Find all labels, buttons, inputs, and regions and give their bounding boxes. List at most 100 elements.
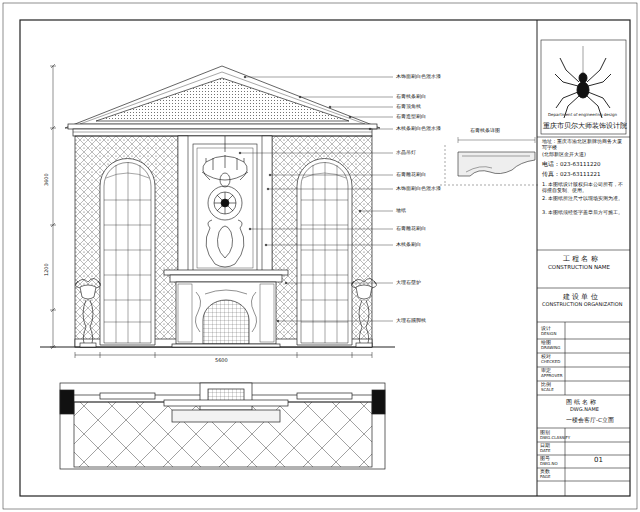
field-label: DWG.CLASSIFY [540, 436, 570, 441]
cornice-detail [440, 145, 540, 185]
field-label: DRAWING [541, 346, 560, 351]
center-panel [178, 136, 272, 276]
title-block [537, 428, 630, 429]
material-callout: 石膏造型刷白 [396, 114, 426, 120]
field-label: 审定 [541, 368, 551, 373]
floor-plan [60, 383, 385, 469]
company-name: 重庆市贝尔大师装饰设计院 [543, 123, 627, 131]
pediment [73, 129, 372, 136]
cornice-detail [440, 137, 540, 185]
sheet-frame [3, 3, 637, 509]
title-block [537, 353, 630, 354]
leader-lines [369, 128, 371, 130]
field-label: DESIGN [541, 332, 556, 337]
fireplace [203, 300, 249, 344]
field-heading: 工 程 名 称 [563, 255, 598, 263]
field-label: 图别 [540, 430, 550, 435]
dimension-lines [53, 66, 54, 347]
spider-logo [555, 46, 611, 118]
leader-lines [239, 76, 393, 322]
title-block [537, 481, 630, 482]
material-callout: 木饰面刷白色混水漆 [396, 186, 441, 192]
chandelier [244, 158, 245, 162]
plaster-medallion [208, 186, 242, 220]
spider-logo [577, 82, 589, 98]
fax-number: 传真：023-63111221 [542, 171, 600, 177]
pediment [96, 78, 349, 121]
dimension-lines [50, 66, 56, 347]
floor-plan [297, 393, 352, 399]
cornice-detail [458, 140, 535, 141]
title-block [565, 322, 566, 395]
field-heading: CONSTRUCTION ORGANIZATION [542, 302, 622, 308]
dimension-lines [75, 355, 372, 356]
leader-lines [349, 116, 351, 118]
floor-plan [372, 390, 385, 414]
title-block [537, 442, 630, 443]
floor-plan [172, 410, 280, 422]
leader-lines [244, 76, 246, 78]
cornice-detail [458, 137, 535, 143]
sheet-frame [537, 20, 538, 496]
chandelier [202, 155, 248, 180]
drawing-number: 01 [594, 456, 603, 464]
note-text: 2. 本图纸所注尺寸以现场实测为准。 [542, 196, 626, 202]
floor-plan [100, 393, 155, 399]
field-label: 绘图 [541, 340, 551, 345]
field-label: APPROVER [541, 374, 562, 379]
material-callout: 水晶吊灯 [396, 150, 416, 156]
plaster-medallion [208, 186, 242, 220]
field-label: 比例 [541, 382, 551, 387]
plaster-medallion [214, 192, 236, 214]
dimension-text: 5600 [215, 358, 228, 364]
leader-lines [249, 228, 251, 230]
leader-lines [265, 244, 267, 246]
center-panel [178, 136, 188, 276]
field-heading: 建 设 单 位 [563, 293, 598, 301]
pediment [73, 132, 372, 133]
field-heading: DWG.NAME [570, 407, 599, 413]
plaster-medallion [214, 192, 236, 214]
material-callout: 大理石壁炉 [396, 280, 421, 286]
note-text: 1. 本图纸设计版权归本公司所有，不得擅自复制、使用。 [542, 182, 626, 194]
floor-plan [60, 383, 385, 469]
plant-stand [83, 300, 93, 343]
material-callout: 大理石踢脚线 [396, 318, 426, 324]
title-block [537, 367, 630, 368]
field-heading: 图 纸 名 称 [566, 399, 596, 406]
center-panel [193, 144, 257, 272]
plant-stand [80, 343, 96, 347]
title-block [537, 137, 630, 138]
wall [40, 136, 395, 347]
material-callout: 石膏雕花刷白 [396, 226, 426, 232]
title-block [537, 468, 630, 469]
arched-window [297, 159, 352, 346]
note-text: 3. 本图纸须经签字盖章后方可施工。 [542, 210, 626, 216]
fireplace [164, 270, 288, 347]
floor-plan [74, 402, 372, 467]
title-block [537, 322, 630, 323]
detail-title: 石膏线条详图 [470, 128, 500, 134]
leader-lines [240, 77, 393, 321]
field-label: SCALE [541, 388, 554, 393]
plant-stand [75, 278, 376, 347]
plaster-ornament [208, 220, 242, 228]
field-label: DATE [540, 449, 550, 454]
chandelier [220, 173, 230, 187]
fireplace [170, 275, 282, 282]
chandelier [206, 158, 207, 162]
address-text: (北部新区金开大道) [542, 152, 586, 158]
center-panel [197, 148, 253, 268]
field-label: 页数 [540, 469, 550, 474]
title-block [537, 250, 630, 251]
plaster-ornament [206, 226, 244, 267]
plant-stand [356, 285, 372, 299]
material-callout: 木饰面刷白色混水漆 [396, 74, 441, 80]
title-block [537, 381, 630, 382]
dimension-text: 3600 [44, 173, 50, 186]
material-callout: 石膏顶角线 [396, 104, 421, 110]
fireplace [260, 284, 274, 342]
leader-lines [269, 174, 271, 176]
material-callout: 木线条刷白 [396, 242, 421, 248]
